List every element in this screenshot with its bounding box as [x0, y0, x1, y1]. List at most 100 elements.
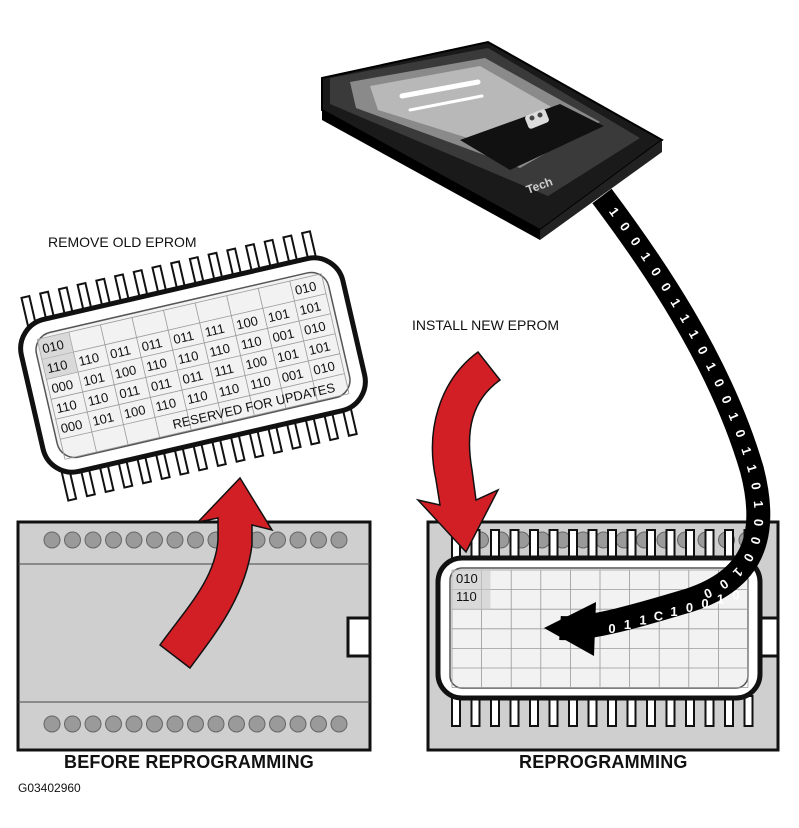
- eprom-data-cell: 101: [276, 346, 301, 365]
- solder-pad: [105, 531, 122, 549]
- eprom-data-cell: 100: [244, 353, 269, 372]
- arrow-bit: 0: [701, 596, 708, 611]
- eprom-data-cell: 101: [91, 409, 116, 428]
- arrow-bit: 0: [732, 587, 739, 602]
- solder-pad: [105, 715, 122, 733]
- solder-pad: [43, 531, 61, 549]
- eprom-data-cell: 011: [118, 382, 142, 401]
- solder-pad: [269, 715, 286, 733]
- cable-bit: 0: [751, 518, 766, 526]
- arrow-bit: 0: [686, 600, 693, 615]
- eprom-data-cell: 110: [145, 355, 169, 374]
- eprom-data-cell: 010: [312, 358, 337, 377]
- arrow-bit: 1: [624, 617, 631, 632]
- eprom-data-cell: 011: [172, 328, 196, 347]
- install-new-eprom-label: INSTALL NEW EPROM: [412, 317, 559, 333]
- solder-pad: [310, 715, 327, 733]
- eprom-data-cell: 110: [86, 390, 110, 409]
- eprom-data-cell: 001: [280, 366, 305, 385]
- remove-old-eprom-label: REMOVE OLD EPROM: [48, 234, 197, 250]
- install-arrow: [415, 350, 502, 554]
- solder-pad: [269, 531, 286, 549]
- eprom-data-cell: 001: [271, 326, 296, 345]
- solder-pad: [289, 715, 307, 733]
- highlight-cell: [37, 332, 79, 380]
- solder-pad: [84, 715, 102, 733]
- arrow-bit: 1: [717, 592, 724, 607]
- solder-pad: [310, 531, 327, 549]
- grid-line: [50, 333, 336, 400]
- figure-code: G03402960: [18, 781, 81, 795]
- solder-pad: [289, 531, 307, 549]
- eprom-data-cell: 110: [249, 373, 273, 392]
- eprom-data-cell: 100: [122, 402, 147, 421]
- reprogramming-caption: REPROGRAMMING: [519, 752, 688, 772]
- grid-line: [55, 353, 340, 420]
- solder-pad: [187, 531, 204, 549]
- eprom-data-cell: 011: [109, 342, 133, 361]
- eprom-data-cell: 110: [154, 395, 178, 414]
- highlight-cell: [452, 570, 491, 610]
- old-eprom-grid: [36, 273, 350, 460]
- solder-pad: [125, 531, 143, 549]
- remove-arrow: [158, 476, 274, 670]
- solder-pad: [146, 715, 163, 733]
- cable-arrow-head: [544, 602, 596, 656]
- grid-line: [64, 393, 350, 460]
- eprom-data-cell: 010: [303, 318, 328, 337]
- eprom-data-cell: 101: [298, 298, 323, 317]
- solder-pad: [84, 531, 102, 549]
- eprom-data-cell: 011: [149, 375, 173, 394]
- eprom-data-cell: 101: [266, 306, 291, 325]
- left-circuit-board: [16, 520, 372, 752]
- cable-bit: 0: [732, 427, 749, 439]
- eprom-data-cell: 110: [45, 357, 69, 376]
- eprom-data-cell: 110: [239, 333, 263, 352]
- programmer-device: Tech: [321, 40, 664, 240]
- solder-pad: [43, 715, 61, 733]
- solder-pad: [166, 715, 184, 733]
- eprom-data-cell: 011: [181, 368, 205, 387]
- solder-pad: [207, 715, 225, 733]
- eprom-data-cell: 010: [41, 337, 66, 356]
- eprom-data-cell: 110: [208, 340, 232, 359]
- left-board-bottom-solder-row: [43, 715, 348, 733]
- solder-pad: [228, 715, 245, 733]
- arrow-bit: 0: [608, 621, 615, 636]
- eprom-data-cell: 101: [82, 369, 107, 388]
- eprom-data-cell: 011: [140, 335, 164, 354]
- eprom-data-cell: 100: [235, 313, 260, 332]
- grid-line: [46, 313, 331, 380]
- grid-line: [41, 293, 327, 360]
- solder-pad: [330, 715, 348, 733]
- eprom-data-cell: 000: [59, 417, 84, 436]
- cable-bit: 1: [738, 445, 755, 457]
- solder-pad: [166, 531, 184, 549]
- new-eprom-row-1: 010: [456, 571, 478, 586]
- arrow-bit: 1: [670, 604, 677, 619]
- solder-pad: [64, 531, 81, 549]
- chip-pin: [743, 695, 754, 727]
- eprom-data-cell: 110: [217, 380, 241, 399]
- eprom-data-cell: 110: [77, 350, 101, 369]
- solder-pad: [248, 715, 266, 733]
- new-eprom-row-2: 110: [456, 589, 477, 604]
- cable-bit: 1: [744, 463, 760, 474]
- eprom-data-cell: 111: [203, 321, 226, 340]
- eprom-data-cell: 111: [213, 361, 236, 380]
- eprom-data-cell: 000: [50, 377, 75, 396]
- eprom-data-cell: 110: [176, 348, 200, 367]
- solder-pad: [330, 531, 348, 549]
- solder-pad: [187, 715, 204, 733]
- eprom-data-cell: 101: [307, 338, 332, 357]
- solder-pad: [64, 715, 81, 733]
- eprom-data-cell: 110: [186, 388, 210, 407]
- chip-pin: [451, 695, 461, 727]
- before-reprogramming-caption: BEFORE REPROGRAMMING: [64, 752, 314, 772]
- solder-pad: [146, 531, 163, 549]
- eprom-data-cell: 110: [55, 397, 79, 416]
